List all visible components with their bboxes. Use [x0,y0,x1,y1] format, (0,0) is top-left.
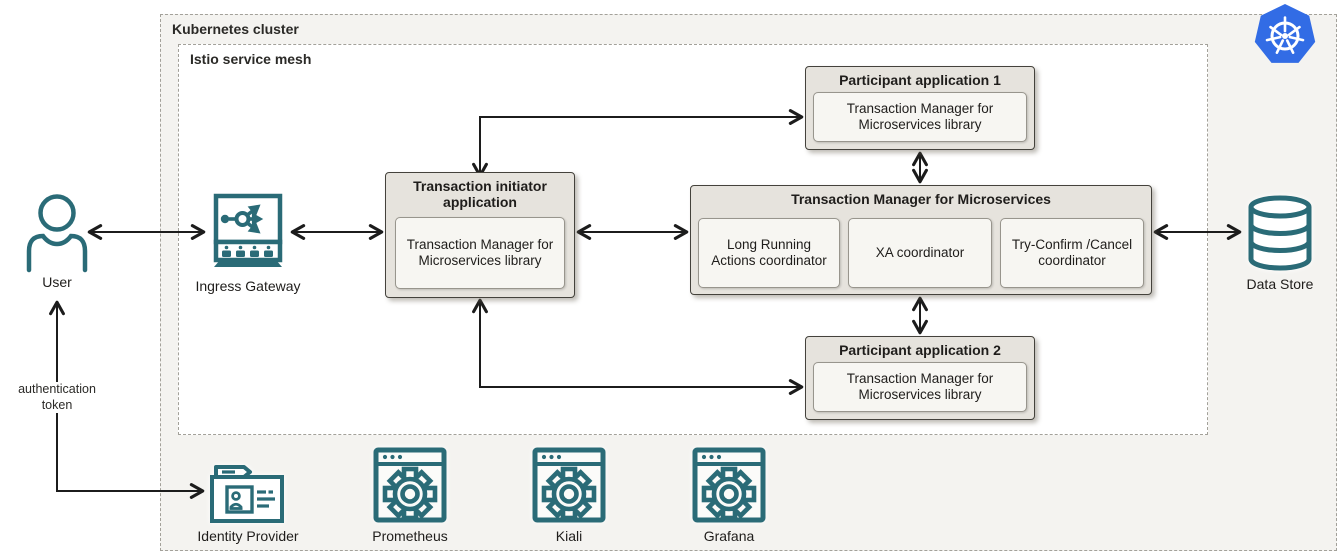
participant-1-library-box: Transaction Manager for Microservices li… [813,92,1027,142]
auth-token-annotation: authentication token [7,382,107,414]
prometheus-icon [372,446,448,524]
prometheus-label: Prometheus [372,528,448,544]
kiali-icon [531,446,607,524]
participant-2-library-box: Transaction Manager for Microservices li… [813,362,1027,412]
kubernetes-logo-icon [1254,4,1316,63]
kubernetes-cluster-label: Kubernetes cluster [172,21,299,37]
user-icon [26,194,88,273]
istio-mesh-label: Istio service mesh [190,51,312,67]
initiator-library-box: Transaction Manager for Microservices li… [395,217,565,289]
transaction-initiator-title: Transaction initiator application [413,178,547,211]
participant-1-title: Participant application 1 [839,72,1001,88]
tcc-coordinator-box: Try-Confirm /Cancel coordinator [1000,218,1144,288]
grafana-icon [691,446,767,524]
database-icon [1248,195,1312,271]
tmm-title: Transaction Manager for Microservices [791,191,1051,207]
user-label: User [42,274,72,290]
ingress-gateway-label: Ingress Gateway [195,278,301,294]
kiali-label: Kiali [555,528,583,544]
participant-2-title: Participant application 2 [839,342,1001,358]
xa-coordinator-box: XA coordinator [848,218,992,288]
identity-provider-label: Identity Provider [197,528,299,544]
grafana-label: Grafana [703,528,755,544]
ingress-gateway-icon [213,193,283,267]
data-store-label: Data Store [1246,276,1314,292]
identity-provider-icon [210,465,284,523]
lra-coordinator-box: Long Running Actions coordinator [698,218,840,288]
